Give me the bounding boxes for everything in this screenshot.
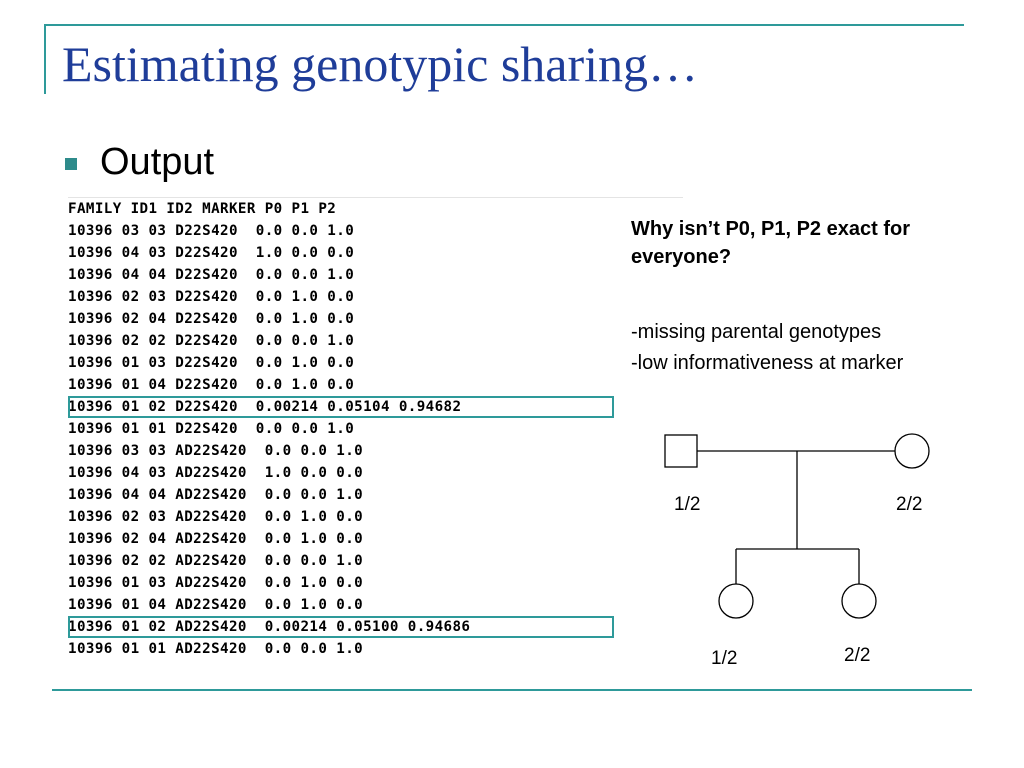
output-row: 10396 02 04 D22S420 0.0 1.0 0.0: [68, 311, 355, 327]
program-output-listing: FAMILY ID1 ID2 MARKER P0 P1 P2 10396 03 …: [68, 197, 683, 663]
father-square: [664, 434, 698, 468]
pedigree-diagram: 1/2 2/2 1/2 2/2: [640, 420, 980, 680]
output-row: 10396 01 04 D22S420 0.0 1.0 0.0: [68, 377, 355, 393]
output-row: 10396 01 01 AD22S420 0.0 0.0 1.0: [68, 641, 364, 657]
reason-low-informativeness: -low informativeness at marker: [631, 352, 904, 374]
output-row: 10396 03 03 AD22S420 0.0 0.0 1.0: [68, 443, 364, 459]
pedigree-lines: [664, 433, 930, 619]
output-row: 10396 02 03 AD22S420 0.0 1.0 0.0: [68, 509, 364, 525]
output-row: 10396 01 03 AD22S420 0.0 1.0 0.0: [68, 575, 364, 591]
output-row: 10396 04 04 AD22S420 0.0 0.0 1.0: [68, 487, 364, 503]
child2-circle: [841, 583, 877, 619]
highlight-box-ad22s420: [68, 616, 614, 638]
bottom-rule: [52, 689, 972, 691]
output-row: 10396 03 03 D22S420 0.0 0.0 1.0: [68, 223, 355, 239]
child1-circle: [718, 583, 754, 619]
child2-genotype: 2/2: [844, 645, 871, 666]
output-row: 10396 02 04 AD22S420 0.0 1.0 0.0: [68, 531, 364, 547]
output-row: 10396 02 02 D22S420 0.0 0.0 1.0: [68, 333, 355, 349]
left-rule: [44, 24, 46, 94]
output-header: FAMILY ID1 ID2 MARKER P0 P1 P2: [68, 201, 337, 217]
top-rule: [44, 24, 964, 26]
father-genotype: 1/2: [674, 494, 701, 515]
highlight-box-d22s420: [68, 396, 614, 418]
output-row-highlighted: 10396 01 02 AD22S420 0.00214 0.05100 0.9…: [68, 619, 471, 635]
output-row: 10396 02 02 AD22S420 0.0 0.0 1.0: [68, 553, 364, 569]
output-row: 10396 04 03 AD22S420 1.0 0.0 0.0: [68, 465, 364, 481]
bullet-text: Output: [100, 141, 215, 183]
output-row: 10396 02 03 D22S420 0.0 1.0 0.0: [68, 289, 355, 305]
square-bullet-icon: [65, 158, 77, 170]
mother-circle: [894, 433, 930, 469]
slide-title: Estimating genotypic sharing…: [62, 36, 699, 92]
question-text: Why isn’t P0, P1, P2 exact for everyone?: [631, 218, 910, 268]
child1-genotype: 1/2: [711, 648, 738, 669]
output-row: 10396 04 03 D22S420 1.0 0.0 0.0: [68, 245, 355, 261]
output-row: 10396 01 04 AD22S420 0.0 1.0 0.0: [68, 597, 364, 613]
reason-missing-genotypes: -missing parental genotypes: [631, 321, 882, 343]
output-row: 10396 01 03 D22S420 0.0 1.0 0.0: [68, 355, 355, 371]
mother-genotype: 2/2: [896, 494, 923, 515]
output-row-highlighted: 10396 01 02 D22S420 0.00214 0.05104 0.94…: [68, 399, 462, 415]
output-row: 10396 04 04 D22S420 0.0 0.0 1.0: [68, 267, 355, 283]
output-row: 10396 01 01 D22S420 0.0 0.0 1.0: [68, 421, 355, 437]
